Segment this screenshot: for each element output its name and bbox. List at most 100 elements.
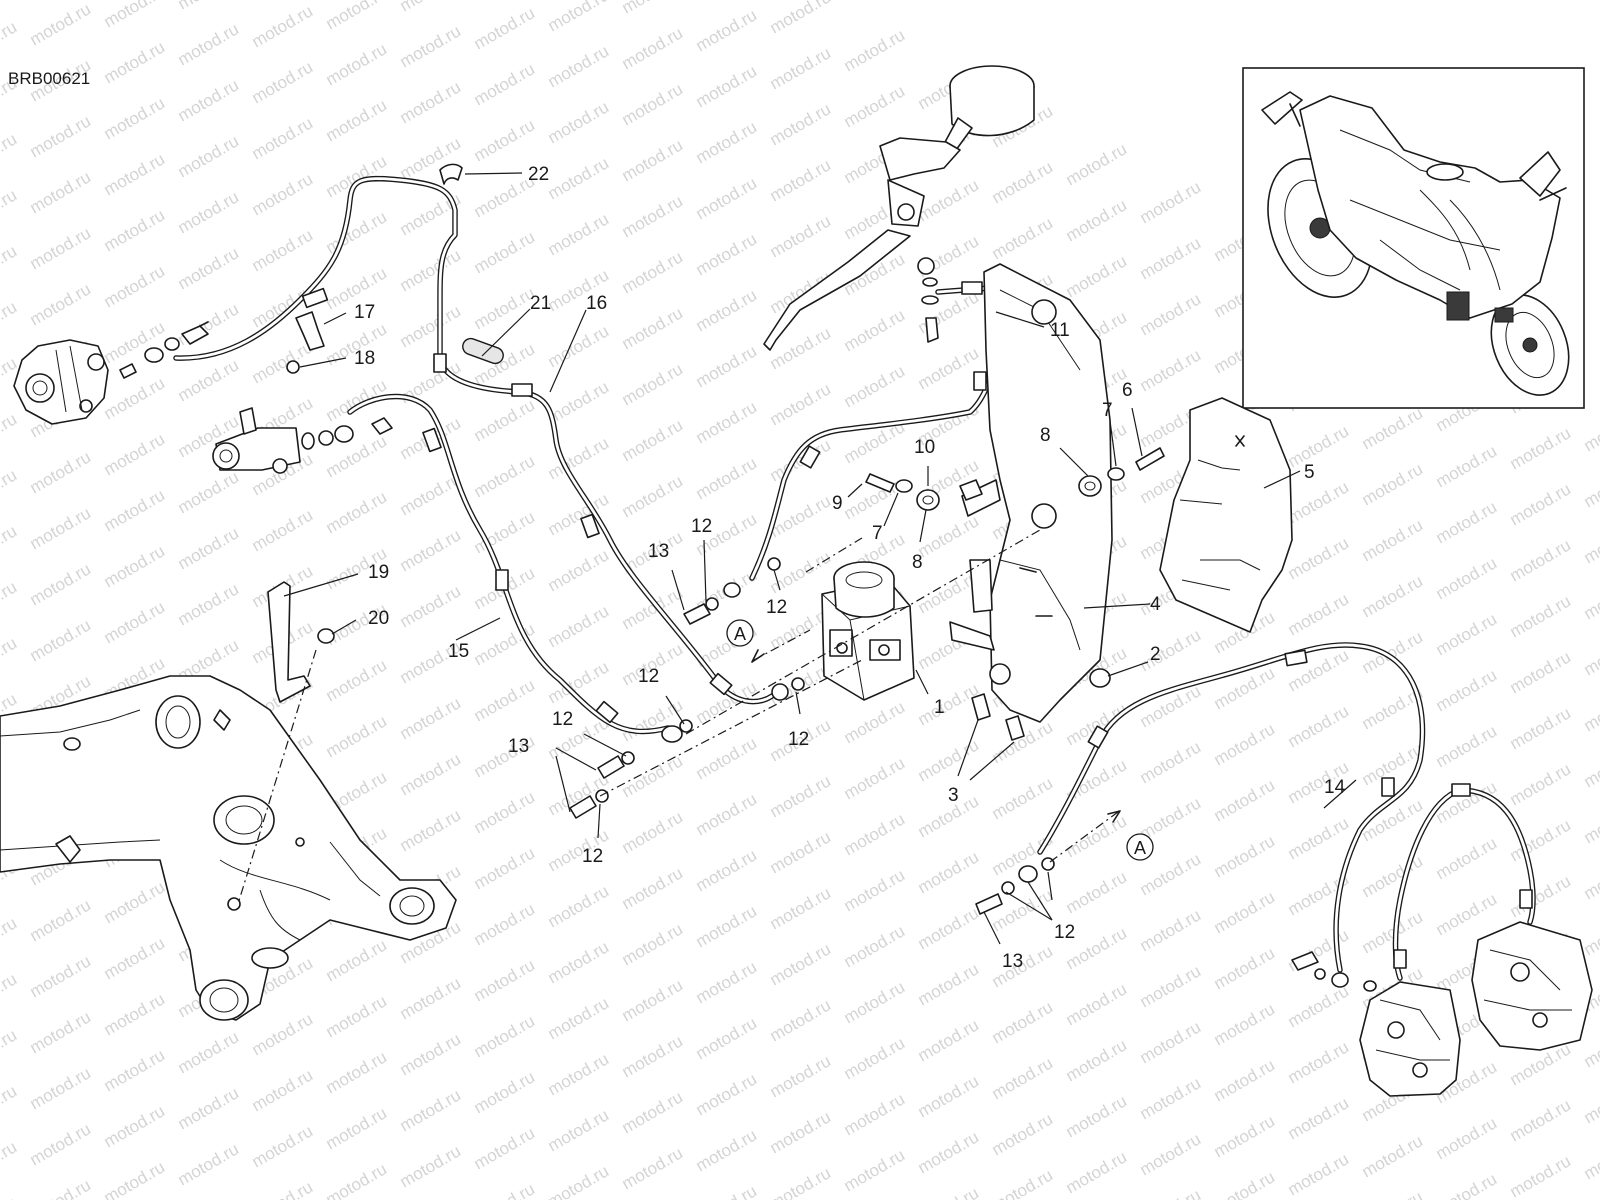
watermark-text: motod.ru [693,61,761,111]
watermark-text: motod.ru [767,939,835,989]
watermark-text: motod.ru [1581,517,1600,567]
watermark-text: motod.ru [1581,685,1600,735]
watermark-text: motod.ru [323,487,391,537]
watermark-text: motod.ru [249,1065,317,1115]
watermark-text: motod.ru [989,1165,1057,1200]
watermark-text: motod.ru [1137,345,1205,395]
callout-13a: 13 [648,541,669,562]
watermark-text: motod.ru [1581,741,1600,791]
watermark-text: motod.ru [397,1141,465,1191]
abs-cover [1159,397,1293,633]
watermark-text: motod.ru [0,913,20,963]
watermark-text: motod.ru [0,185,20,235]
watermark-text: motod.ru [1433,1113,1501,1163]
watermark-text: motod.ru [1211,999,1279,1049]
callout-20: 20 [368,608,389,629]
svg-text:A: A [1134,838,1146,858]
assembly-axis-lines [237,529,1121,905]
callout-10: 10 [914,437,935,458]
watermark-text: motod.ru [1433,665,1501,715]
watermark-text: motod.ru [1285,589,1353,639]
watermark-text: motod.ru [1285,477,1353,527]
watermark-text: motod.ru [1507,647,1575,697]
watermark-text: motod.ru [1211,943,1279,993]
watermark-text: motod.ru [471,843,539,893]
watermark-text: motod.ru [471,787,539,837]
watermark-text: motod.ru [767,883,835,933]
watermark-text: motod.ru [619,191,687,241]
watermark-text: motod.ru [1581,573,1600,623]
watermark-text: motod.ru [545,489,613,539]
callout-3: 3 [948,785,959,806]
watermark-text: motod.ru [693,229,761,279]
watermark-text: motod.ru [1581,461,1600,511]
watermark-text: motod.ru [619,975,687,1025]
watermark-text: motod.ru [27,615,95,665]
watermark-text: motod.ru [841,81,909,131]
watermark-text: motod.ru [619,247,687,297]
callout-7a: 7 [872,523,883,544]
watermark-text: motod.ru [101,1101,169,1151]
watermark-text: motod.ru [545,41,613,91]
watermark-text: motod.ru [619,863,687,913]
abs-bracket [949,263,1113,723]
brake-hoses [173,175,1536,981]
watermark-text: motod.ru [397,1029,465,1079]
watermark-text: motod.ru [619,1143,687,1193]
watermark-text: motod.ru [619,471,687,521]
watermark-text: motod.ru [1137,1073,1205,1123]
callout-18: 18 [354,348,375,369]
watermark-text: motod.ru [693,1069,761,1119]
watermark-text: motod.ru [0,297,20,347]
watermark-text: motod.ru [1507,759,1575,809]
watermark-text: motod.ru [323,1047,391,1097]
watermark-text: motod.ru [841,809,909,859]
watermark-text: motod.ru [397,581,465,631]
watermark-text: motod.ru [101,933,169,983]
watermark-text: motod.ru [27,1007,95,1057]
watermark-text: motod.ru [915,343,983,393]
watermark-text: motod.ru [841,977,909,1027]
watermark-text: motod.ru [767,43,835,93]
watermark-text: motod.ru [693,1013,761,1063]
watermark-text: motod.ru [841,361,909,411]
watermark-text: motod.ru [471,899,539,949]
watermark-text: motod.ru [767,1163,835,1200]
watermark-text: motod.ru [101,149,169,199]
watermark-text: motod.ru [619,1087,687,1137]
watermark-text: motod.ru [1285,1149,1353,1199]
watermark-text: motod.ru [0,409,20,459]
watermark-text: motod.ru [693,901,761,951]
watermark-text: motod.ru [619,415,687,465]
watermark-text: motod.ru [27,1119,95,1169]
watermark-text: motod.ru [27,223,95,273]
watermark-text: motod.ru [841,1033,909,1083]
watermark-text: motod.ru [471,1067,539,1117]
watermark-text: motod.ru [323,711,391,761]
watermark-text: motod.ru [249,1,317,51]
callout-12d: 12 [788,729,809,750]
watermark-text: motod.ru [1211,831,1279,881]
watermark-text: motod.ru [1581,405,1600,455]
watermark-text: motod.ru [1063,251,1131,301]
watermark-text: motod.ru [1581,853,1600,903]
watermark-text: motod.ru [27,167,95,217]
watermark-text: motod.ru [767,1051,835,1101]
watermark-text: motod.ru [471,955,539,1005]
watermark-text: motod.ru [397,0,465,15]
watermark-text: motod.ru [471,1179,539,1200]
watermark-text: motod.ru [471,227,539,277]
callout-2: 2 [1150,644,1161,665]
watermark-text: motod.ru [249,1177,317,1200]
front-brake-calipers [1291,921,1593,1097]
callout-8a: 8 [912,552,923,573]
watermark-text: motod.ru [101,1045,169,1095]
fasteners [267,447,1165,915]
watermark-text: motod.ru [989,1053,1057,1103]
watermark-text: motod.ru [841,1145,909,1195]
front-master-cylinder-and-lever [763,65,1035,351]
watermark-text: motod.ru [0,1193,20,1200]
watermark-text: motod.ru [397,21,465,71]
watermark-text: motod.ru [1507,535,1575,585]
watermark-text: motod.ru [767,379,835,429]
